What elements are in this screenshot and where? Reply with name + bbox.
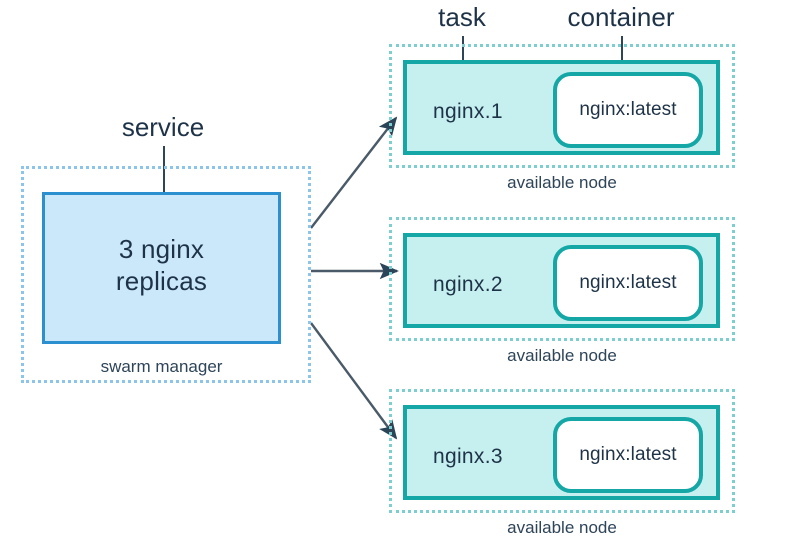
node-group-3	[389, 389, 735, 513]
swarm-manager-group	[21, 166, 311, 383]
service-label-line-1: 3 nginx	[118, 234, 205, 264]
arrow-service-to-node-1	[310, 116, 398, 229]
task-box-1[interactable]: nginx.1 nginx:latest	[403, 60, 720, 155]
task-box-2[interactable]: nginx.2 nginx:latest	[403, 233, 720, 328]
service-box[interactable]: 3 nginx replicas	[42, 192, 281, 344]
arrow-service-to-node-3	[310, 322, 398, 440]
annotation-container: container	[567, 2, 675, 32]
leader-line-service	[163, 146, 165, 232]
container-box-3[interactable]: nginx:latest	[553, 417, 703, 493]
service-label-line-2: replicas	[115, 266, 208, 296]
container-label-1: nginx:latest	[579, 99, 677, 120]
task-box-3[interactable]: nginx.3 nginx:latest	[403, 405, 720, 500]
container-box-1[interactable]: nginx:latest	[553, 72, 703, 148]
node-group-2	[389, 217, 735, 341]
node-caption-1: available node	[507, 173, 617, 192]
annotation-task: task	[438, 2, 486, 32]
node-caption-2: available node	[507, 346, 617, 365]
task-label-2: nginx.2	[433, 273, 503, 296]
annotation-service: service	[121, 112, 205, 142]
node-group-1	[389, 44, 735, 168]
leader-line-task	[462, 36, 464, 80]
task-label-3: nginx.3	[433, 445, 503, 468]
container-label-2: nginx:latest	[579, 272, 677, 293]
task-label-1: nginx.1	[433, 100, 503, 123]
container-label-3: nginx:latest	[579, 444, 677, 465]
container-box-2[interactable]: nginx:latest	[553, 245, 703, 321]
node-caption-3: available node	[507, 518, 617, 537]
swarm-manager-caption: swarm manager	[100, 357, 223, 376]
